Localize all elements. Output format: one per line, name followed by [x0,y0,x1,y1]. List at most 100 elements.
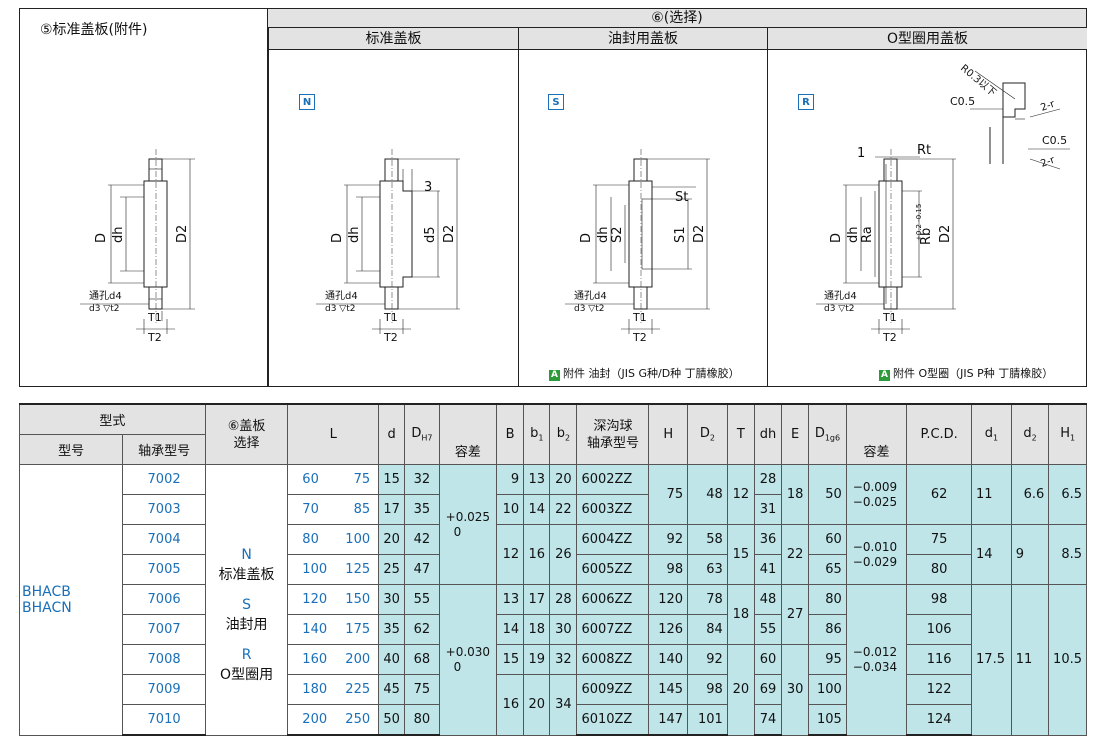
B-cell: 9 [496,464,525,495]
label-Ra: Ra [860,226,875,243]
D1g6-cell: 86 [808,614,847,645]
D2-cell: 78 [687,584,728,615]
model-cell: 7004 [122,524,206,555]
dh-cell: 28 [753,464,783,495]
bearing-cell: 6005ZZ [576,554,650,585]
attachment-badge: A [879,370,890,381]
H-cell: 145 [648,674,689,705]
label-hole: 通孔d4 [574,290,607,302]
DH7-cell: 68 [404,644,440,675]
drawing-oilseal [565,149,710,334]
attachment-title: ⑤标准盖板(附件) [40,22,148,38]
header-dh: dh [753,403,783,465]
d-cell: 17 [378,494,406,525]
b2-cell: 32 [549,644,578,675]
L-min: 200 [302,712,328,727]
b1-cell: 16 [523,524,551,585]
L-max: 75 [353,472,371,487]
H-cell: 126 [648,614,689,645]
DH7-cell: 35 [404,494,440,525]
bearing-cell: 6004ZZ [576,524,650,555]
label-T1: T1 [882,311,897,324]
B-cell: 13 [496,584,525,615]
L-max: 125 [345,562,371,577]
H-cell: 120 [648,584,689,615]
header-deep: 深沟球 轴承型号 [576,403,650,465]
DH7-cell: 55 [404,584,440,615]
B-cell: 14 [496,614,525,645]
D2-cell: 92 [687,644,728,675]
header-H1: H1 [1048,403,1087,465]
cover-code-n: N [241,546,252,563]
E-cell: 22 [781,524,810,585]
label-D2: D2 [692,225,707,243]
b1-cell: 13 [523,464,551,495]
d2-cell: 6.6 [1010,464,1050,525]
pcd-cell: 106 [906,614,973,645]
drawing-oring [816,70,1070,334]
d2-cell: 11 [1010,584,1050,736]
label-S2: S2 [610,226,625,243]
cover-select-cell: N 标准盖板 S 油封用 R O型圈用 [204,464,289,736]
label-Rb-tol: +0.2 -0.15 [915,204,923,241]
model-cell: 7006 [122,584,206,615]
H-cell: 147 [648,704,689,736]
header-DH7: DH7 [404,403,440,465]
model-cell: 7008 [122,644,206,675]
L-max: 85 [353,502,371,517]
DH7-cell: 32 [404,464,440,495]
header-D2: D2 [687,403,728,465]
label-R03: R0.3以下 [958,63,998,99]
pcd-cell: 75 [906,524,973,555]
B-cell: 12 [496,524,525,585]
label-2r-bottom: 2-r [1039,154,1057,169]
DH7-cell: 75 [404,674,440,705]
D2-cell: 98 [687,674,728,705]
label-T2: T2 [882,331,897,344]
D1g6-tol-cell: −0.010−0.029 [845,524,908,585]
drawing-attachment [80,149,195,334]
tol-upper: +0.030 [445,644,491,659]
bearing-cell: 6006ZZ [576,584,650,615]
label-hole: 通孔d4 [824,290,857,302]
H-cell: 75 [648,464,689,525]
label-hole: 通孔d4 [89,290,122,302]
label-T1: T1 [383,311,398,324]
code-badge-s: S [548,94,564,110]
L-min: 120 [302,592,328,607]
dh-cell: 48 [753,584,783,615]
dh-cell: 60 [753,644,783,675]
label-T2: T2 [383,331,398,344]
D1g6-cell: 60 [808,524,847,555]
dh-cell: 31 [753,494,783,525]
DH7-cell: 42 [404,524,440,555]
header-tol: 容差 [438,403,498,465]
label-St: St [675,190,688,205]
dh-cell: 55 [753,614,783,645]
B-cell: 10 [496,494,525,525]
header-bearing-model: 轴承型号 [122,434,206,465]
label-D2: D2 [175,225,190,243]
d-cell: 30 [378,584,406,615]
DH7-cell: 62 [404,614,440,645]
bearing-cell: 6008ZZ [576,644,650,675]
bearing-cell: 6002ZZ [576,464,650,495]
label-D2: D2 [442,225,457,243]
label-Rt: Rt [917,143,931,158]
code-badge-r: R [798,94,814,110]
L-max: 200 [345,652,371,667]
series-bhacb: BHACB [22,583,71,600]
label-cbore: d3 ▽t2 [89,304,119,314]
header-model: 型号 [18,434,124,465]
dh-cell: 41 [753,554,783,585]
b2-cell: 20 [549,464,578,495]
E-cell: 27 [781,584,810,645]
